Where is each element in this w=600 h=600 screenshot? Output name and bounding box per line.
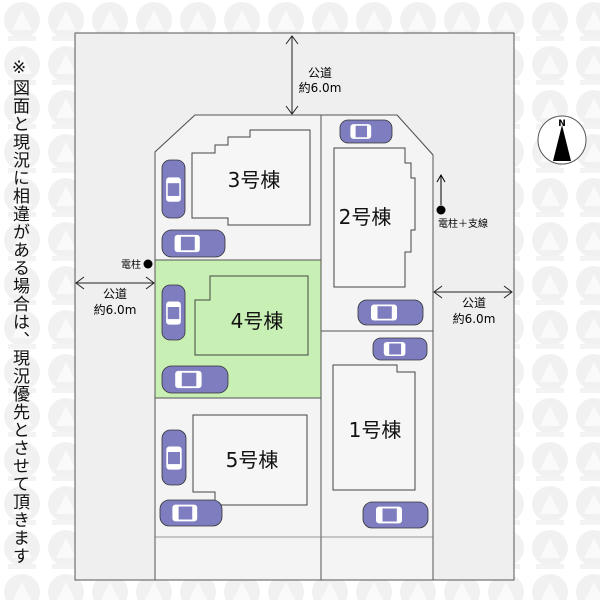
car-icon xyxy=(161,229,226,258)
car-icon xyxy=(161,429,187,486)
car-icon xyxy=(159,499,223,527)
building-2 xyxy=(333,147,416,288)
parking-cars xyxy=(159,119,429,529)
lot-4-label: 4号棟 xyxy=(231,309,284,333)
compass-north-label: N xyxy=(558,119,566,129)
car-icon xyxy=(161,159,186,219)
car-icon xyxy=(362,501,429,529)
building-1 xyxy=(332,364,416,491)
north-compass-icon xyxy=(537,115,587,165)
car-icon xyxy=(339,119,393,144)
right-road-width: 約6.0m xyxy=(453,311,496,326)
lot-5-label: 5号棟 xyxy=(226,448,279,472)
lot-1-label: 1号棟 xyxy=(349,418,402,442)
car-icon xyxy=(161,284,186,341)
top-road-dimension xyxy=(285,35,299,115)
building-3 xyxy=(191,129,311,226)
utility-pole-right-icon xyxy=(436,205,446,215)
right-road-dimension xyxy=(433,285,513,299)
utility-pole-left-label: 電柱 xyxy=(121,258,141,271)
top-road-name: 公道 xyxy=(308,66,332,80)
right-road-name: 公道 xyxy=(462,296,486,310)
disclaimer-note: ※図面と現況に相違がある場合は、現況優先とさせて頂きます xyxy=(9,58,29,565)
utility-pole-left-icon xyxy=(143,259,153,269)
left-road-name: 公道 xyxy=(103,287,127,301)
guy-wire-arrow-icon xyxy=(436,173,446,205)
car-icon xyxy=(372,337,428,361)
lot-2-label: 2号棟 xyxy=(339,205,392,229)
utility-pole-right-label: 電柱＋支線 xyxy=(438,217,488,230)
car-icon xyxy=(161,365,229,394)
left-road-dimension xyxy=(75,276,155,290)
car-icon xyxy=(357,299,424,326)
lot-3-label: 3号棟 xyxy=(228,168,281,192)
building-4 xyxy=(194,275,309,356)
left-road-width: 約6.0m xyxy=(94,302,137,317)
top-road-width: 約6.0m xyxy=(299,80,342,95)
